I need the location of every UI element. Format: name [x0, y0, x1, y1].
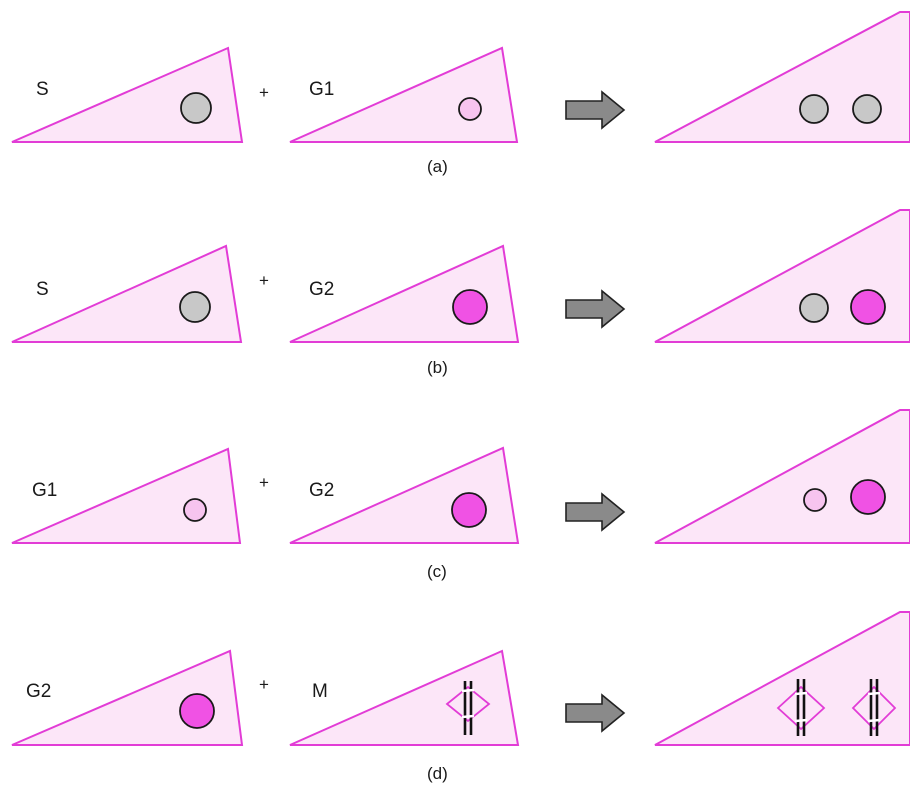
plus-sign: + — [259, 473, 269, 492]
large-magenta-nucleus — [851, 480, 885, 514]
grey-nucleus — [853, 95, 881, 123]
right-cell-label: M — [312, 681, 328, 702]
left-cell-label: S — [36, 279, 49, 300]
right-arrow-icon — [566, 291, 624, 327]
small-pink-nucleus — [184, 499, 206, 521]
large-magenta-nucleus — [452, 493, 486, 527]
left-cell-label: S — [36, 79, 49, 100]
row-caption: (d) — [427, 764, 448, 783]
large-magenta-nucleus — [851, 290, 885, 324]
small-pink-nucleus — [804, 489, 826, 511]
row-caption: (b) — [427, 358, 448, 377]
right-cell-label: G2 — [309, 480, 334, 501]
grey-nucleus — [800, 294, 828, 322]
plus-sign: + — [259, 83, 269, 102]
right-cell-label: G1 — [309, 79, 334, 100]
row-b: S + G2 (b) — [12, 210, 910, 377]
large-magenta-nucleus — [180, 694, 214, 728]
plus-sign: + — [259, 271, 269, 290]
left-cell-label: G2 — [26, 681, 51, 702]
row-a: S + G1 (a) — [12, 12, 910, 176]
row-c: G1 + G2 (c) — [12, 410, 910, 581]
fused-cell — [655, 410, 910, 543]
large-magenta-nucleus — [453, 290, 487, 324]
row-caption: (a) — [427, 157, 448, 176]
right-cell-label: G2 — [309, 279, 334, 300]
small-pink-nucleus — [459, 98, 481, 120]
grey-nucleus — [181, 93, 211, 123]
grey-nucleus — [180, 292, 210, 322]
right-arrow-icon — [566, 695, 624, 731]
row-caption: (c) — [427, 562, 447, 581]
left-cell-label: G1 — [32, 480, 57, 501]
grey-nucleus — [800, 95, 828, 123]
row-d: G2 + M — [12, 612, 910, 783]
right-arrow-icon — [566, 494, 624, 530]
right-arrow-icon — [566, 92, 624, 128]
plus-sign: + — [259, 675, 269, 694]
